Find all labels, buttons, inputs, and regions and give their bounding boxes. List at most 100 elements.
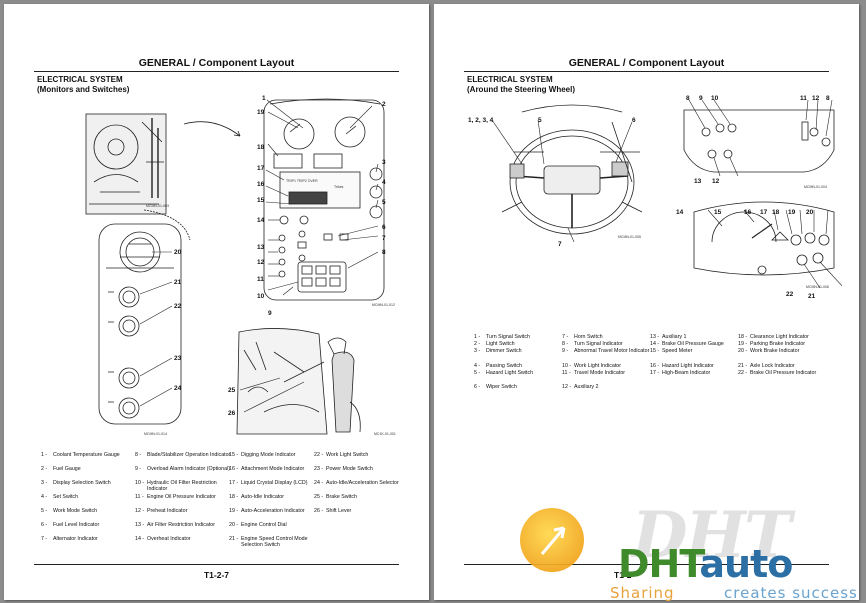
callout: 20 [806, 209, 814, 216]
legend-item: 19 -Parking Brake Indicator [738, 341, 806, 347]
legend-item: 4 -Passing Switch [474, 363, 522, 369]
legend-item: 22 -Brake Oil Pressure Indicator [738, 370, 817, 376]
legend-item: 10 -Hydraulic Oil Filter Restriction Ind… [135, 480, 217, 493]
callout: 1 [262, 95, 266, 102]
lcd-text: TRIP1 TRIP2 OVER [286, 179, 318, 183]
site-watermark: DHT DHTauto Sharing creates success [512, 498, 866, 603]
indicator-lamps [278, 230, 349, 293]
legend-item: 1 -Coolant Temperature Gauge [41, 452, 120, 458]
legend-item: 11 -Engine Oil Pressure Indicator [135, 494, 216, 500]
callout: 21 [808, 293, 816, 300]
watermark-circle-icon [520, 508, 584, 572]
legend-item: 17 -High-Beam Indicator [650, 370, 711, 376]
legend-item: 5 -Work Mode Switch [41, 508, 98, 514]
monitor-outline [263, 99, 385, 301]
callout: 3 [382, 159, 386, 166]
callout: 8 [382, 249, 386, 256]
header-rule [464, 71, 829, 72]
page-number: T1-2-7 [203, 570, 230, 580]
switch-panel-outline [98, 223, 182, 425]
callout: 18 [772, 209, 780, 216]
steering-wheel-sketch [501, 104, 643, 235]
figure-code: MCMN-01-012 [372, 303, 395, 307]
steering-wheel-figure: 1, 2, 3, 4 5 6 7 8 9 10 11 12 8 13 12 14… [462, 92, 842, 302]
figure-code: MCMN-01-014 [144, 432, 167, 436]
figure-code: MCMN-01-004 [804, 185, 827, 189]
legend-item: 1 -Turn Signal Switch [474, 334, 530, 340]
callout: 7 [382, 235, 386, 242]
legend-item: 18 -Auto-Idle Indicator [229, 494, 284, 500]
callout: 20 [174, 249, 182, 256]
callout: 16 [744, 209, 752, 216]
section-title: ELECTRICAL SYSTEM [467, 75, 553, 84]
figure-code: MCMN-01-003 [146, 204, 169, 208]
callout: 18 [257, 144, 265, 151]
figure-code: MCMN-01-005 [618, 235, 641, 239]
legend-item: 16 -Attachment Mode Indicator [229, 466, 305, 472]
section-heading: ELECTRICAL SYSTEM (Around the Steering W… [467, 75, 575, 95]
watermark-logo-right: auto [699, 542, 793, 586]
legend-item: 24 -Auto-Idle/Acceleration Selector [314, 480, 399, 486]
legend-item: 18 -Clearance Light Indicator [738, 334, 809, 340]
watermark-logo-left: DHT [618, 542, 700, 586]
legend-item: 13 -Auxiliary 1 [650, 334, 687, 340]
section-title: ELECTRICAL SYSTEM [37, 75, 123, 84]
page-header-title: GENERAL / Component Layout [568, 57, 725, 69]
legend-item: 9 -Abnormal Travel Motor Indicator [562, 348, 650, 354]
legend-item: 19 -Auto-Acceleration Indicator [229, 508, 305, 514]
callout: 9 [268, 310, 272, 317]
legend-item: 20 -Work Brake Indicator [738, 348, 800, 354]
legend-item: 21 -Engine Speed Control Mode Selection … [229, 536, 308, 549]
legend-item: 3 -Display Selection Switch [41, 480, 111, 486]
callout: 8 [686, 95, 690, 102]
callout: 12 [257, 259, 265, 266]
watermark-big-text: DHT [632, 498, 792, 573]
callout: 9 [699, 95, 703, 102]
legend-item: 9 -Overload Alarm Indicator (Optional) [135, 466, 231, 472]
callout: 14 [257, 217, 265, 224]
legend-item: 7 -Alternator Indicator [41, 536, 98, 542]
footer-rule [464, 564, 829, 565]
legend-item: 20 -Engine Control Dial [229, 522, 287, 528]
figure-code: MC1K-01-001 [374, 432, 396, 436]
section-subtitle: (Around the Steering Wheel) [467, 85, 575, 94]
cab-interior-sketch [85, 113, 167, 215]
legend-item: 11 -Travel Mode Indicator [562, 370, 626, 376]
legend-item: 2 -Light Switch [474, 341, 515, 347]
lcd-subtext: Trikes [334, 185, 344, 189]
section-heading: ELECTRICAL SYSTEM (Monitors and Switches… [37, 75, 129, 95]
watermark-tagline-right: creates success [724, 584, 858, 602]
callout: 25 [228, 387, 236, 394]
callout: 12 [712, 178, 720, 185]
callout: 2 [382, 101, 386, 108]
legend-item: 13 -Air Filter Restriction Indicator [135, 522, 215, 528]
footer-rule [34, 564, 399, 565]
callout: 6 [382, 224, 386, 231]
callout: 5 [382, 199, 386, 206]
document-page-left: GENERAL / Component Layout ELECTRICAL SY… [4, 4, 429, 600]
callout: 10 [257, 293, 265, 300]
callout: 19 [788, 209, 796, 216]
legend-item: 12 -Preheat Indicator [135, 508, 188, 514]
callout: 21 [174, 279, 182, 286]
legend-item: 5 -Hazard Light Switch [474, 370, 534, 376]
callout: 7 [558, 241, 562, 248]
callout: 12 [812, 95, 820, 102]
section-subtitle: (Monitors and Switches) [37, 85, 130, 94]
callout: 23 [174, 355, 182, 362]
legend-item: 26 -Shift Lever [314, 508, 352, 514]
watermark-logo: DHTauto [618, 542, 793, 586]
callout: 8 [826, 95, 830, 102]
legend-item: 6 -Wiper Switch [474, 384, 517, 390]
callout: 11 [800, 95, 807, 102]
callout: 26 [228, 410, 236, 417]
component-legend: 1 -Turn Signal Switch 2 -Light Switch 3 … [474, 334, 834, 404]
callout: 4 [382, 179, 386, 186]
page-header-title: GENERAL / Component Layout [138, 57, 295, 69]
callout: 22 [174, 303, 182, 310]
legend-item: 17 -Liquid Crystal Display (LCD) [229, 480, 308, 486]
callout: 11 [257, 276, 264, 283]
document-page-right: GENERAL / Component Layout ELECTRICAL SY… [434, 4, 859, 600]
callout: 14 [676, 209, 684, 216]
lower-instrument-panel [693, 201, 835, 276]
